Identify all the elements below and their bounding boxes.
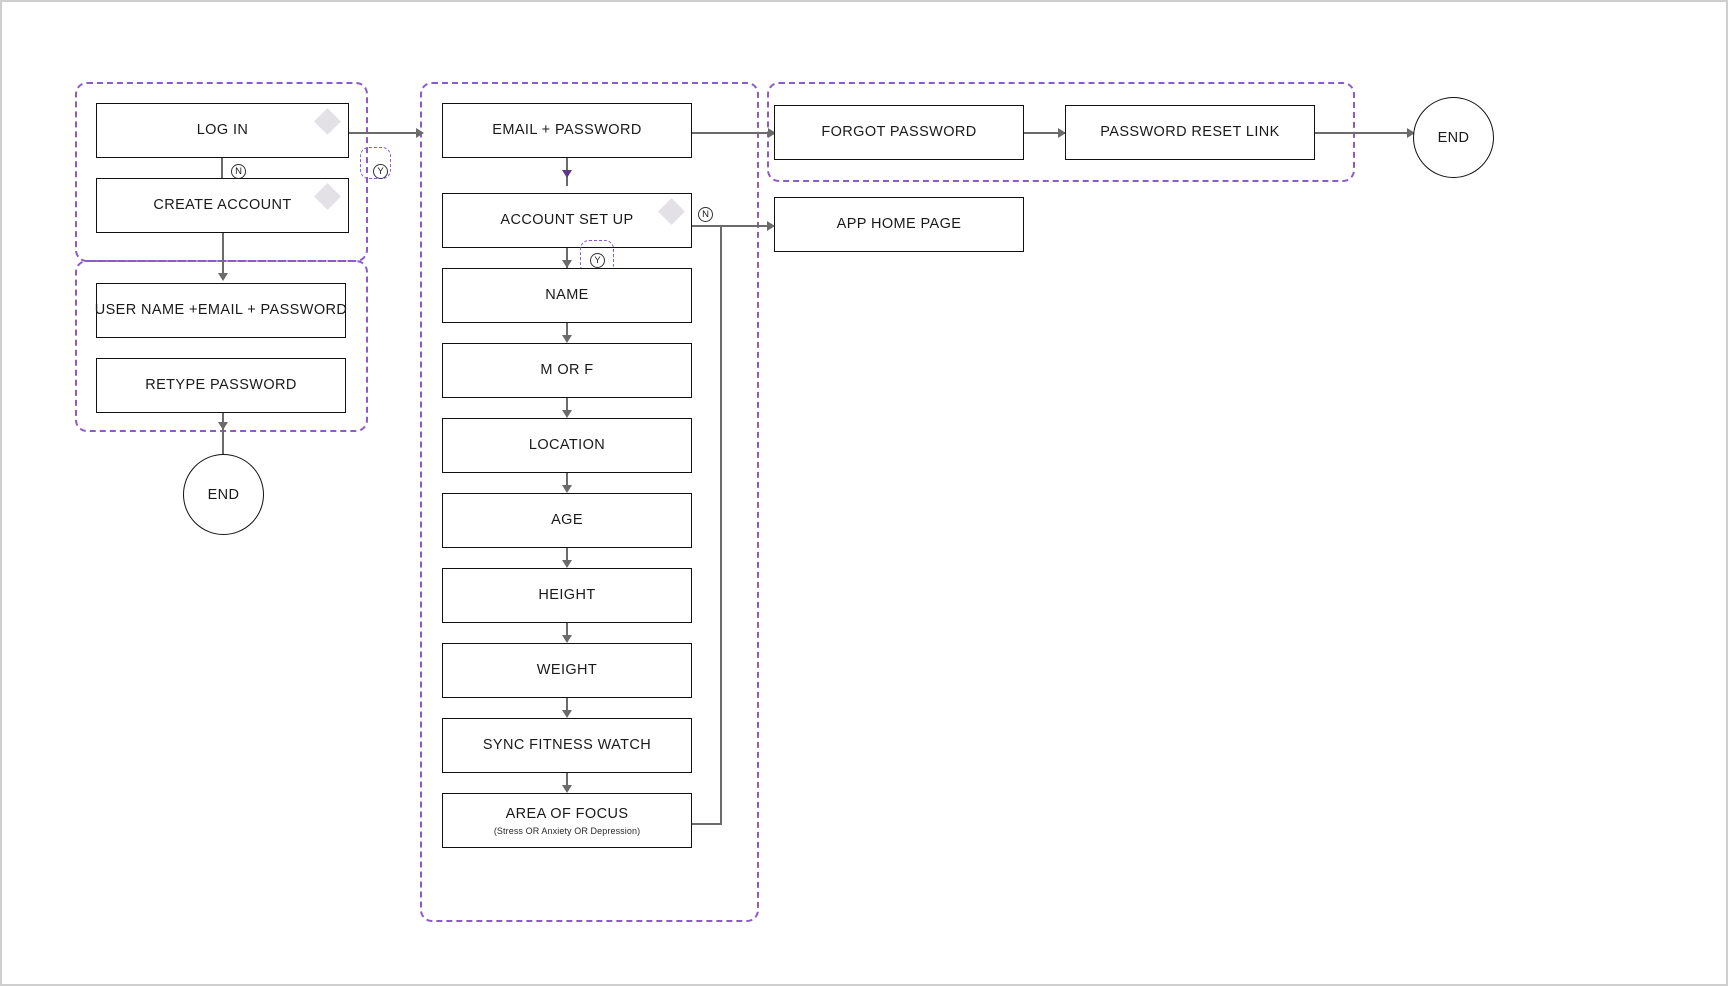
connector-login-to-email-password — [349, 132, 421, 134]
node-create-account-label: CREATE ACCOUNT — [153, 197, 292, 214]
badge-box-login-yes — [360, 147, 391, 179]
arrow-weight-to-sync-fitness-watch — [562, 710, 572, 718]
node-retype-password-label: RETYPE PASSWORD — [145, 377, 297, 394]
node-email-password[interactable]: EMAIL + PASSWORD — [442, 103, 692, 158]
node-area-of-focus-sublabel: (Stress OR Anxiety OR Depression) — [493, 825, 641, 836]
node-sync-fitness-watch[interactable]: SYNC FITNESS WATCH — [442, 718, 692, 773]
node-password-reset-link-label: PASSWORD RESET LINK — [1100, 124, 1280, 141]
arrow-location-to-age — [562, 485, 572, 493]
arrow-create-account-to-signup-fields — [218, 273, 228, 281]
node-user-name-email-password-label: USER NAME +EMAIL + PASSWORD — [94, 302, 348, 319]
connector-area-of-focus-up — [720, 226, 722, 825]
node-weight[interactable]: WEIGHT — [442, 643, 692, 698]
connector-weight-to-sync-fitness-watch — [566, 698, 568, 712]
arrow-m-or-f-to-location — [562, 410, 572, 418]
node-height[interactable]: HEIGHT — [442, 568, 692, 623]
node-m-or-f-label: M OR F — [540, 362, 594, 379]
node-weight-label: WEIGHT — [536, 662, 598, 679]
badge-setup-yes: Y — [590, 253, 605, 268]
node-user-name-email-password[interactable]: USER NAME +EMAIL + PASSWORD — [94, 283, 348, 338]
node-password-reset-link[interactable]: PASSWORD RESET LINK — [1065, 105, 1315, 160]
terminator-end-right-label: END — [1437, 129, 1470, 146]
arrow-retype-password-to-end — [218, 422, 228, 430]
node-forgot-password-label: FORGOT PASSWORD — [821, 124, 977, 141]
connector-name-to-m-or-f — [566, 323, 568, 337]
node-area-of-focus[interactable]: AREA OF FOCUS (Stress OR Anxiety OR Depr… — [442, 793, 692, 848]
connector-height-to-weight — [566, 623, 568, 637]
arrow-account-setup-to-app-home-page — [767, 221, 775, 231]
terminator-end-left: END — [183, 454, 264, 535]
terminator-end-right: END — [1413, 97, 1494, 178]
connector-login-to-create-account — [221, 158, 223, 188]
arrow-forgot-password-to-password-reset-link — [1058, 128, 1066, 138]
node-area-of-focus-label: AREA OF FOCUS — [505, 806, 629, 823]
node-name[interactable]: NAME — [442, 268, 692, 323]
terminator-end-left-label: END — [207, 486, 240, 503]
connector-account-setup-to-app-home-page — [692, 225, 772, 227]
node-email-password-label: EMAIL + PASSWORD — [492, 122, 642, 139]
node-forgot-password[interactable]: FORGOT PASSWORD — [774, 105, 1024, 160]
arrow-height-to-weight — [562, 635, 572, 643]
connector-m-or-f-to-location — [566, 398, 568, 412]
badge-login-no: N — [231, 164, 246, 179]
connector-sync-to-area-of-focus — [566, 773, 568, 787]
signup-fields-group — [75, 260, 368, 432]
node-name-label: NAME — [545, 287, 589, 304]
connector-forgot-password-to-password-reset-link — [1024, 132, 1066, 134]
arrow-account-setup-to-name — [562, 260, 572, 268]
node-retype-password[interactable]: RETYPE PASSWORD — [96, 358, 346, 413]
node-create-account[interactable]: CREATE ACCOUNT — [96, 178, 349, 233]
node-height-label: HEIGHT — [538, 587, 596, 604]
connector-password-reset-link-to-end — [1315, 132, 1413, 134]
node-log-in-label: LOG IN — [196, 122, 249, 139]
connector-create-account-to-signup-fields — [222, 233, 224, 277]
connector-email-password-to-forgot-password — [692, 132, 773, 134]
node-m-or-f[interactable]: M OR F — [442, 343, 692, 398]
connector-location-to-age — [566, 473, 568, 487]
arrow-sync-to-area-of-focus — [562, 785, 572, 793]
account-setup-group — [420, 82, 759, 922]
badge-login-yes: Y — [373, 164, 388, 179]
arrow-age-to-height — [562, 560, 572, 568]
connector-area-of-focus-right — [692, 823, 722, 825]
arrow-password-reset-link-to-end — [1407, 128, 1415, 138]
arrow-name-to-m-or-f — [562, 335, 572, 343]
node-app-home-page[interactable]: APP HOME PAGE — [774, 197, 1024, 252]
node-location[interactable]: LOCATION — [442, 418, 692, 473]
arrow-email-password-to-account-setup — [562, 170, 572, 178]
connector-age-to-height — [566, 548, 568, 562]
arrow-email-password-to-forgot-password — [768, 128, 776, 138]
node-location-label: LOCATION — [528, 437, 606, 454]
connector-retype-password-to-end — [222, 413, 224, 475]
node-app-home-page-label: APP HOME PAGE — [836, 216, 962, 233]
node-log-in[interactable]: LOG IN — [96, 103, 349, 158]
node-sync-fitness-watch-label: SYNC FITNESS WATCH — [482, 737, 652, 754]
node-account-set-up[interactable]: ACCOUNT SET UP — [442, 193, 692, 248]
badge-setup-no: N — [698, 207, 713, 222]
node-age-label: AGE — [551, 512, 583, 529]
node-age[interactable]: AGE — [442, 493, 692, 548]
arrow-login-to-email-password — [416, 128, 424, 138]
node-account-set-up-label: ACCOUNT SET UP — [500, 212, 634, 229]
